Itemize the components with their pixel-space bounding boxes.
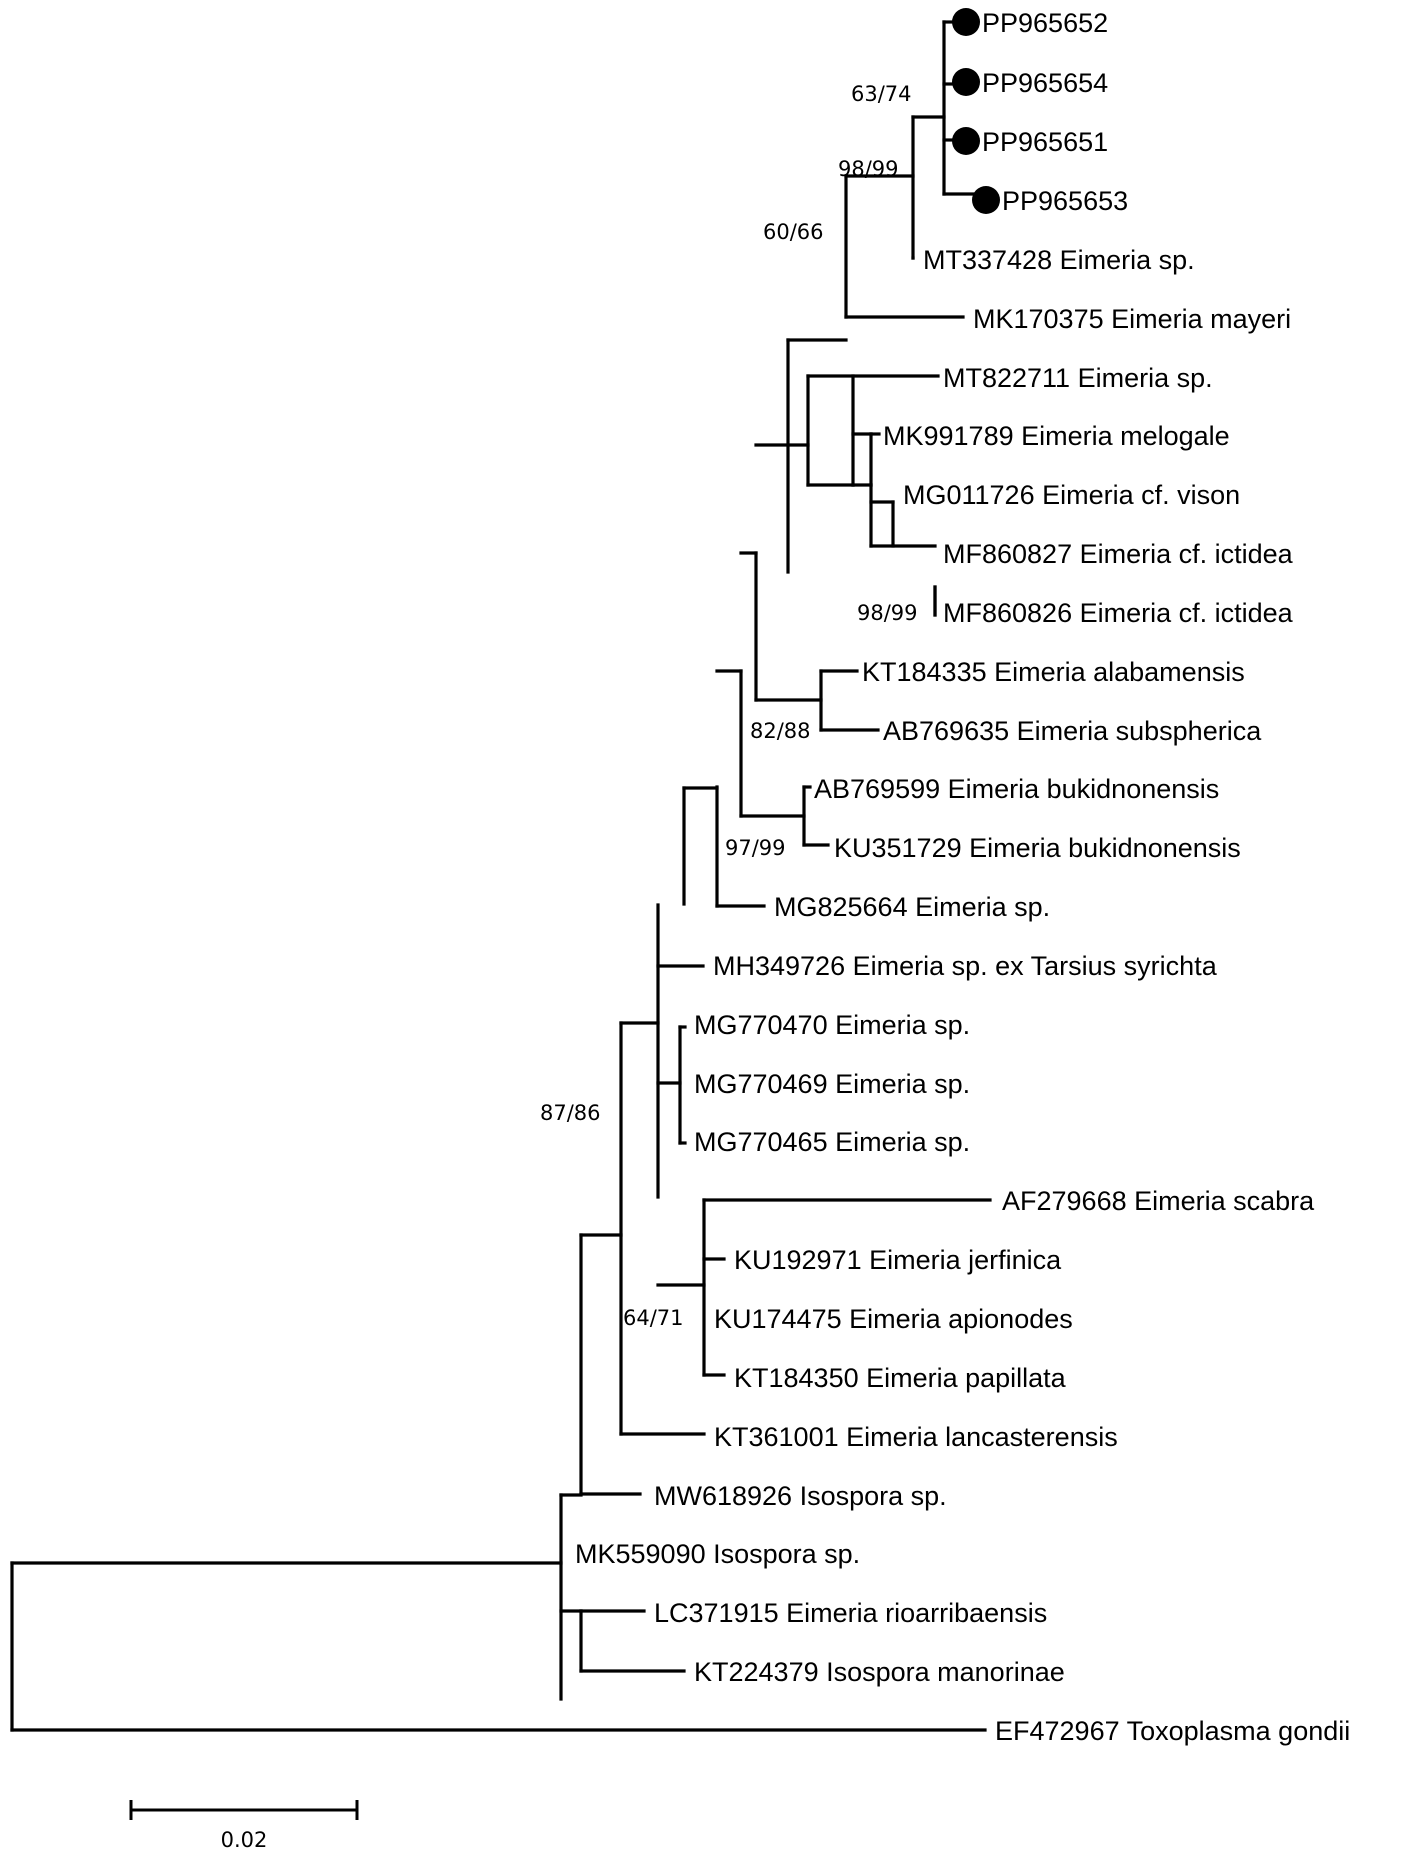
tip-label-mt822711: MT822711 Eimeria sp. bbox=[943, 363, 1213, 393]
tip-label-ef472967: EF472967 Toxoplasma gondii bbox=[995, 1716, 1350, 1746]
tip-label-ku192971: KU192971 Eimeria jerfinica bbox=[734, 1245, 1062, 1275]
tip-label-pp965653: PP965653 bbox=[1002, 186, 1128, 216]
tree-branches bbox=[10, 20, 992, 1732]
tip-label-kt361001: KT361001 Eimeria lancasterensis bbox=[714, 1422, 1118, 1452]
tip-label-mk559090: MK559090 Isospora sp. bbox=[575, 1539, 860, 1569]
tip-label-ku351729: KU351729 Eimeria bukidnonensis bbox=[834, 833, 1241, 863]
tip-label-pp965654: PP965654 bbox=[982, 68, 1108, 98]
support-value: 98/99 bbox=[857, 601, 918, 625]
scale-bar-label: 0.02 bbox=[221, 1828, 268, 1852]
support-value: 87/86 bbox=[540, 1101, 601, 1125]
tip-label-ku174475: KU174475 Eimeria apionodes bbox=[714, 1304, 1073, 1334]
sample-marker-dot bbox=[952, 68, 980, 96]
support-value: 64/71 bbox=[623, 1306, 684, 1330]
tip-label-mf860826: MF860826 Eimeria cf. ictidea bbox=[943, 598, 1294, 628]
support-value: 60/66 bbox=[763, 220, 824, 244]
tip-label-pp965652: PP965652 bbox=[982, 8, 1108, 38]
tip-label-ab769635: AB769635 Eimeria subspherica bbox=[883, 716, 1262, 746]
tip-label-af279668: AF279668 Eimeria scabra bbox=[1002, 1186, 1315, 1216]
support-value: 82/88 bbox=[750, 719, 811, 743]
tip-label-mg770465: MG770465 Eimeria sp. bbox=[694, 1127, 970, 1157]
sample-marker-dot bbox=[972, 186, 1000, 214]
tip-label-mk170375: MK170375 Eimeria mayeri bbox=[973, 304, 1291, 334]
sample-markers bbox=[952, 8, 1000, 214]
support-value: 97/99 bbox=[725, 836, 786, 860]
tip-label-kt184335: KT184335 Eimeria alabamensis bbox=[862, 657, 1245, 687]
tip-label-kt184350: KT184350 Eimeria papillata bbox=[734, 1363, 1067, 1393]
tip-label-lc371915: LC371915 Eimeria rioarribaensis bbox=[654, 1598, 1047, 1628]
scale-bar: 0.02 bbox=[129, 1800, 359, 1852]
tip-label-mg770470: MG770470 Eimeria sp. bbox=[694, 1010, 970, 1040]
tip-label-mf860827: MF860827 Eimeria cf. ictidea bbox=[943, 539, 1294, 569]
support-value: 63/74 bbox=[851, 82, 912, 106]
tip-label-mg011726: MG011726 Eimeria cf. vison bbox=[903, 480, 1240, 510]
tip-label-mw618926: MW618926 Isospora sp. bbox=[654, 1481, 947, 1511]
sample-marker-dot bbox=[952, 127, 980, 155]
support-value: 98/99 bbox=[838, 157, 899, 181]
tip-label-mh349726: MH349726 Eimeria sp. ex Tarsius syrichta bbox=[713, 951, 1218, 981]
tip-label-mg770469: MG770469 Eimeria sp. bbox=[694, 1069, 970, 1099]
sample-marker-dot bbox=[952, 8, 980, 36]
tip-label-mk991789: MK991789 Eimeria melogale bbox=[883, 421, 1230, 451]
tip-label-mg825664: MG825664 Eimeria sp. bbox=[774, 892, 1050, 922]
tip-label-mt337428: MT337428 Eimeria sp. bbox=[923, 245, 1195, 275]
tip-label-pp965651: PP965651 bbox=[982, 127, 1108, 157]
tip-label-kt224379: KT224379 Isospora manorinae bbox=[694, 1657, 1065, 1687]
tip-label-ab769599: AB769599 Eimeria bukidnonensis bbox=[814, 774, 1219, 804]
